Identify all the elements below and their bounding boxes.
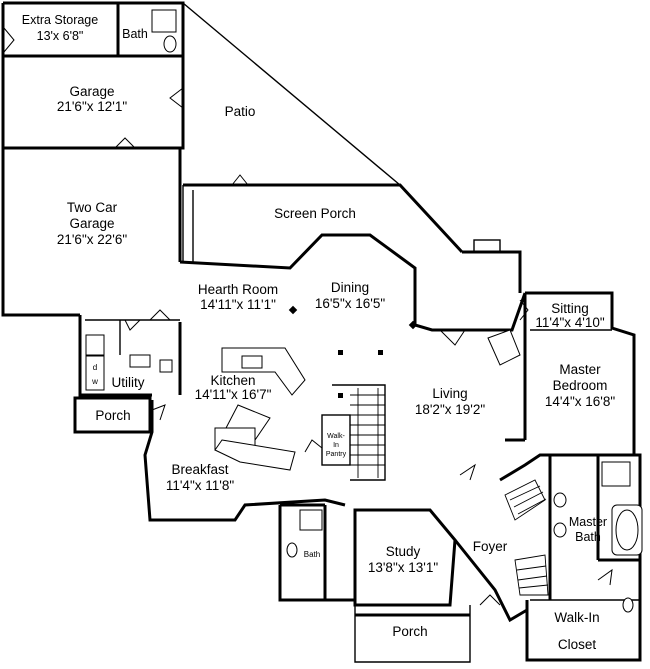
fixtures — [85, 9, 643, 613]
dryer-label: d — [93, 363, 97, 372]
hearth-room-size: 14'11"x 11'1" — [200, 297, 276, 312]
washer-label: w — [91, 377, 98, 386]
two-car-garage-line2: Garage — [69, 216, 114, 231]
patio-name: Patio — [225, 104, 256, 119]
study-size: 13'8"x 13'1" — [368, 560, 438, 575]
hearth-room-name: Hearth Room — [198, 282, 278, 297]
screen-porch-name: Screen Porch — [274, 206, 356, 221]
dining-size: 16'5"x 16'5" — [315, 296, 385, 311]
extra-storage-name: Extra Storage — [22, 13, 98, 27]
master-bedroom-line2: Bedroom — [553, 378, 608, 393]
living-size: 18'2"x 19'2" — [415, 402, 485, 417]
breakfast-name: Breakfast — [171, 462, 228, 477]
walk-in-closet-line2: Closet — [558, 637, 597, 652]
walls — [1, 1, 642, 663]
master-bedroom-line1: Master — [559, 362, 601, 377]
kitchen-size: 14'11"x 16'7" — [195, 387, 272, 402]
foyer-name: Foyer — [473, 539, 508, 554]
garage-name: Garage — [69, 84, 114, 99]
bath-top-name: Bath — [122, 27, 148, 41]
bath-small-name: Bath — [304, 550, 320, 559]
study-name: Study — [386, 544, 421, 559]
pantry-line3: Pantry — [326, 451, 347, 458]
porch-front-name: Porch — [392, 624, 427, 639]
room-labels: Extra Storage 13'x 6'8" Bath Garage 21'6… — [22, 13, 616, 652]
center-stairs — [350, 388, 385, 478]
breakfast-size: 11'4"x 11'8" — [166, 478, 234, 493]
pantry-line2: In — [333, 442, 339, 449]
dining-name: Dining — [331, 280, 369, 295]
garage-size: 21'6"x 12'1" — [57, 99, 127, 114]
two-car-garage-line1: Two Car — [67, 200, 118, 215]
walk-in-closet-line1: Walk-In — [554, 610, 599, 625]
kitchen-name: Kitchen — [210, 373, 255, 388]
master-bath-line2: Bath — [575, 530, 601, 544]
two-car-garage-size: 21'6"x 22'6" — [57, 232, 127, 247]
living-name: Living — [432, 386, 467, 401]
sitting-name: Sitting — [551, 301, 589, 316]
utility-name: Utility — [112, 375, 145, 390]
pantry-line1: Walk- — [327, 433, 345, 440]
master-bedroom-size: 14'4"x 16'8" — [545, 394, 615, 409]
doors — [3, 27, 613, 606]
foyer-stairs — [504, 479, 549, 596]
extra-storage-size: 13'x 6'8" — [37, 29, 84, 43]
porch-left-name: Porch — [95, 408, 130, 423]
master-bath-line1: Master — [569, 515, 607, 529]
sitting-size: 11'4"x 4'10" — [535, 315, 604, 330]
